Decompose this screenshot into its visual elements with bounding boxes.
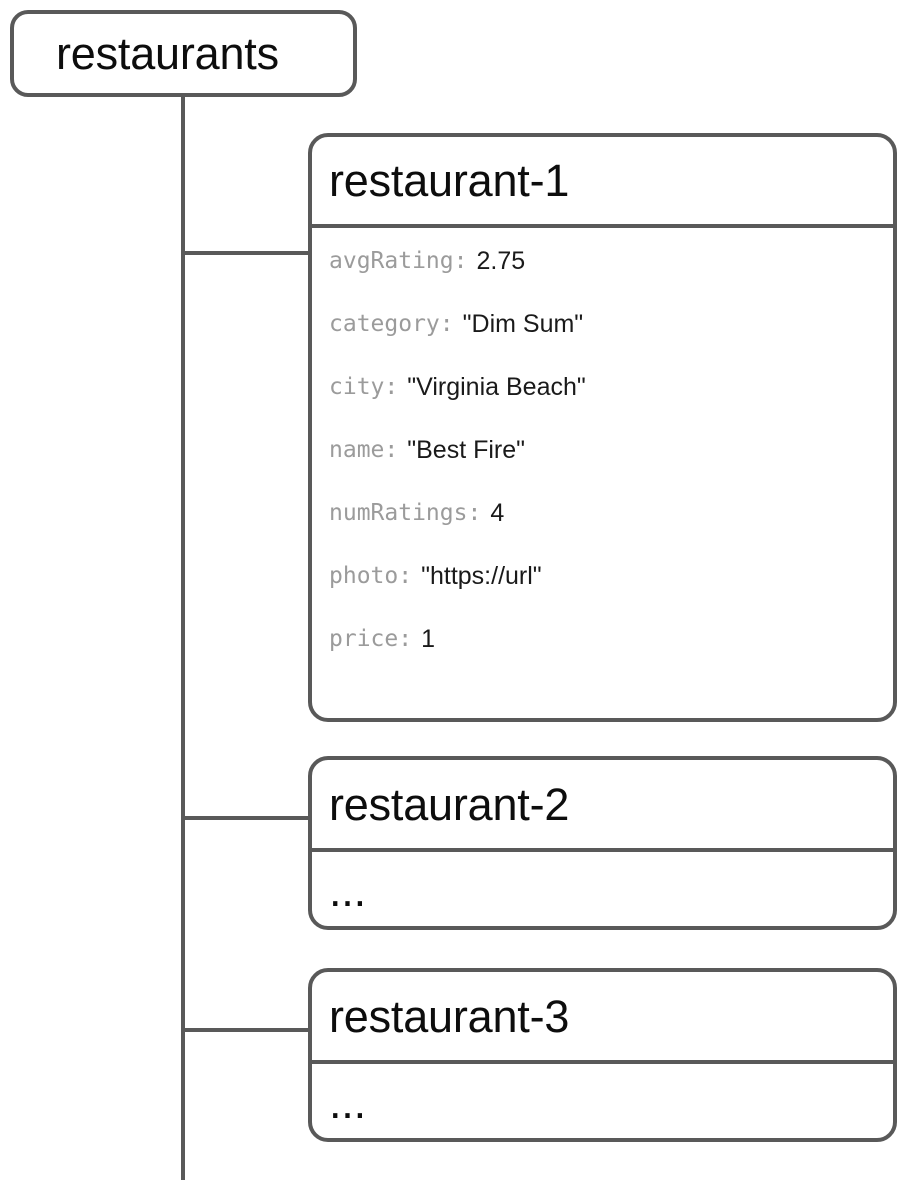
tree-trunk-line: [181, 95, 185, 1180]
field-row-name: name : "Best Fire": [329, 436, 893, 502]
field-value: "Dim Sum": [462, 310, 584, 338]
document-card-header: restaurant-2: [312, 760, 893, 852]
field-row-avgRating: avgRating : 2.75: [329, 247, 893, 313]
document-card-title: restaurant-2: [329, 778, 570, 830]
field-row-price: price : 1: [329, 625, 893, 691]
field-value: "Virginia Beach": [407, 373, 586, 401]
document-card-restaurant-2[interactable]: restaurant-2 ...: [308, 756, 897, 930]
field-key: photo: [329, 563, 399, 589]
tree-branch-line-restaurant-2: [181, 816, 310, 820]
document-card-header: restaurant-1: [312, 137, 893, 228]
field-key: avgRating: [329, 248, 454, 274]
field-row-category: category : "Dim Sum": [329, 310, 893, 376]
field-key: name: [329, 437, 385, 463]
document-card-body: avgRating : 2.75 category : "Dim Sum" ci…: [312, 228, 893, 718]
field-value: 4: [490, 499, 505, 527]
field-row-photo: photo : "https://url": [329, 562, 893, 628]
document-card-restaurant-1[interactable]: restaurant-1 avgRating : 2.75 category :…: [308, 133, 897, 722]
document-card-body: ...: [312, 1064, 893, 1138]
document-card-ellipsis: ...: [329, 865, 366, 916]
field-separator: :: [453, 248, 468, 274]
document-card-title: restaurant-1: [329, 155, 570, 206]
tree-branch-line-restaurant-1: [181, 251, 310, 255]
field-value: "https://url": [421, 562, 542, 590]
field-key: price: [329, 626, 399, 652]
document-card-restaurant-3[interactable]: restaurant-3 ...: [308, 968, 897, 1142]
field-value: 2.75: [476, 247, 526, 275]
tree-branch-line-restaurant-3: [181, 1028, 310, 1032]
field-list: avgRating : 2.75 category : "Dim Sum" ci…: [329, 228, 893, 718]
field-separator: :: [384, 374, 399, 400]
collection-node-restaurants[interactable]: restaurants: [10, 10, 357, 97]
field-key: city: [329, 374, 385, 400]
field-row-numRatings: numRatings : 4: [329, 499, 893, 565]
field-separator: :: [384, 437, 399, 463]
document-card-title: restaurant-3: [329, 990, 570, 1042]
field-row-city: city : "Virginia Beach": [329, 373, 893, 439]
collection-node-label: restaurants: [56, 28, 279, 79]
field-key: numRatings: [329, 500, 468, 526]
document-card-header: restaurant-3: [312, 972, 893, 1064]
field-value: "Best Fire": [407, 436, 526, 464]
field-separator: :: [439, 311, 454, 337]
field-separator: :: [398, 563, 413, 589]
field-separator: :: [467, 500, 482, 526]
field-separator: :: [398, 626, 413, 652]
document-card-ellipsis: ...: [329, 1077, 366, 1128]
document-card-body: ...: [312, 852, 893, 926]
field-value: 1: [421, 625, 436, 653]
field-key: category: [329, 311, 440, 337]
